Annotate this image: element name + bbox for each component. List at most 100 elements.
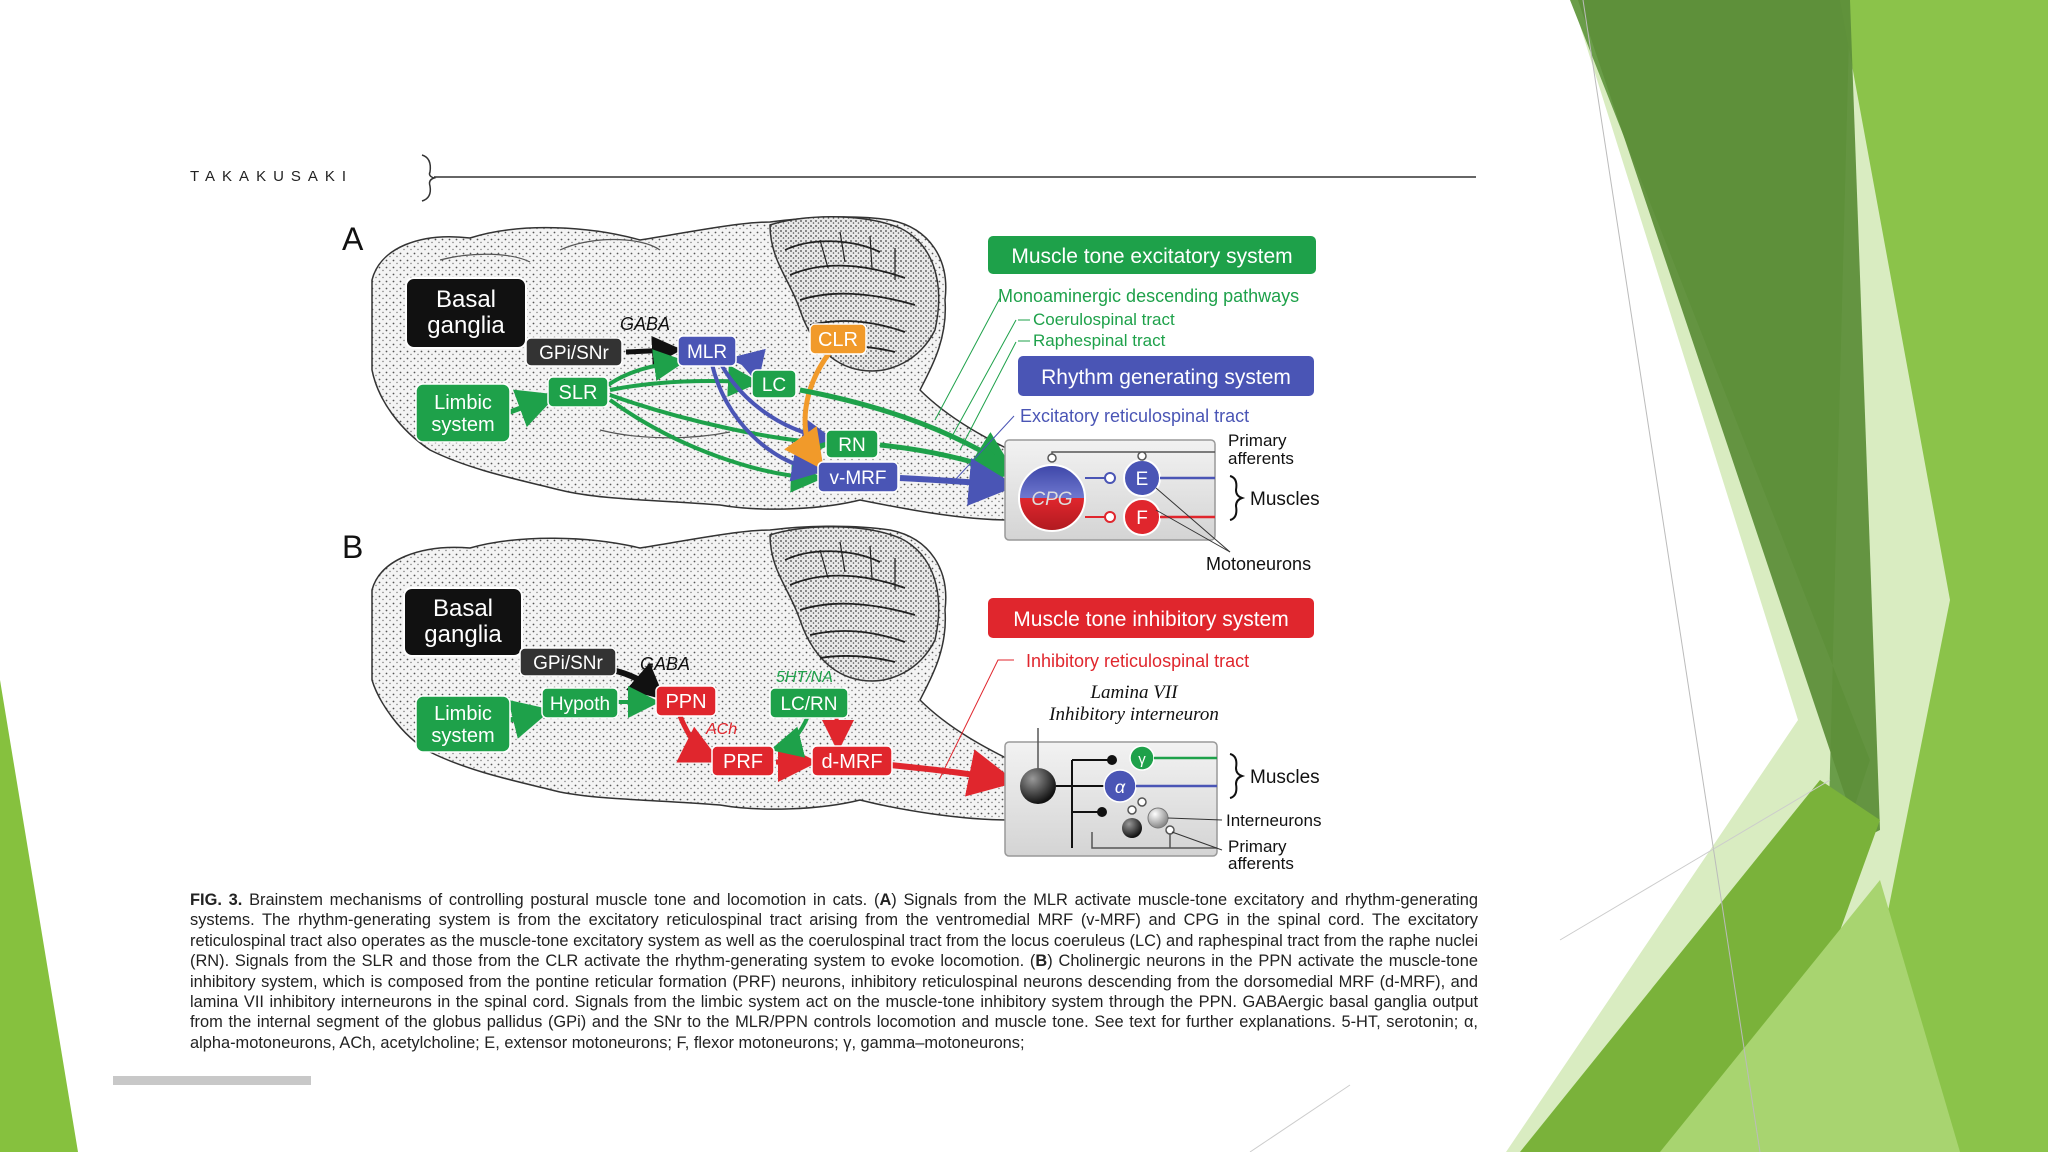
running-head-author: TAKAKUSAKI	[190, 168, 353, 185]
limbic-label-line1: Limbic	[434, 703, 492, 725]
muscles-brace-b	[1229, 753, 1246, 799]
d-mrf-box: d-MRF	[811, 745, 893, 777]
gpi-snr-label: GPi/SNr	[533, 653, 603, 674]
v-mrf-box: v-MRF	[817, 461, 899, 493]
inhibitory-interneuron-node	[1020, 768, 1056, 804]
left-green-shape	[0, 680, 78, 1152]
interneuron-black	[1122, 818, 1142, 838]
prf-box: PRF	[711, 745, 775, 777]
slr-label: SLR	[559, 382, 598, 404]
inhibitory-reticulospinal-label: Inhibitory reticulospinal tract	[1026, 651, 1249, 671]
hypoth-label: Hypoth	[550, 694, 610, 715]
basal-ganglia-box-a: Basal ganglia	[405, 277, 527, 349]
caption-part: ) Cholinergic neurons in the PPN activat…	[190, 952, 1478, 1052]
caption-part-bold: A	[879, 891, 892, 909]
pathways-b	[508, 659, 1017, 797]
interneurons-leader	[1167, 817, 1223, 821]
muscles-label-b: Muscles	[1250, 767, 1320, 788]
gpi-snr-box-a: GPi/SNr	[525, 337, 623, 367]
prf-label: PRF	[723, 751, 763, 773]
header-bracket	[421, 154, 437, 202]
panel-b-label: B	[342, 529, 363, 565]
deco-line	[1249, 1084, 1351, 1152]
excitatory-system-banner: Muscle tone excitatory system	[988, 236, 1316, 274]
d-mrf-label: d-MRF	[821, 751, 882, 773]
basal-ganglia-label-line1: Basal	[433, 595, 493, 622]
interneuron-grey	[1147, 807, 1169, 829]
slr-box: SLR	[547, 376, 609, 408]
ppn-box: PPN	[655, 685, 717, 717]
basal-ganglia-label-line1: Basal	[436, 286, 496, 313]
caption-figure-number: FIG. 3.	[190, 891, 243, 909]
motoneurons-leader	[1155, 487, 1231, 553]
raphespinal-label: Raphespinal tract	[1033, 331, 1166, 350]
spinal-cord-box-b: γ α	[1004, 728, 1218, 857]
gamma-label: γ	[1138, 751, 1146, 768]
muscles-brace-a	[1229, 475, 1246, 521]
mlr-box: MLR	[677, 335, 737, 367]
figure-caption: FIG. 3. Brainstem mechanisms of controll…	[190, 890, 1478, 1053]
brainstem-silhouette-b	[371, 525, 1011, 821]
excitatory-system-label: Muscle tone excitatory system	[1011, 245, 1292, 268]
ach-label: ACh	[705, 721, 737, 738]
v-mrf-label: v-MRF	[830, 468, 887, 489]
caption-part: ) Signals from the MLR activate muscle-t…	[190, 891, 1478, 971]
panel-a-label: A	[342, 221, 364, 257]
primary-afferents-b-leader	[1171, 831, 1223, 851]
pathways-a	[509, 297, 1017, 506]
caption-part-bold: B	[1035, 952, 1048, 971]
gaba-label-a: GABA	[620, 314, 670, 334]
clr-label: CLR	[818, 329, 858, 351]
motoneurons-leader	[1155, 509, 1231, 553]
inhibitory-system-label: Muscle tone inhibitory system	[1013, 608, 1288, 631]
inhibitory-interneuron-label: Inhibitory interneuron	[1048, 704, 1219, 725]
basal-ganglia-box-b: Basal ganglia	[403, 587, 523, 657]
f-label: F	[1136, 508, 1148, 529]
rn-box: RN	[825, 429, 879, 459]
lc-box-a: LC	[751, 369, 797, 399]
basal-ganglia-label-line2: ganglia	[424, 621, 502, 648]
right-green-shape-lower-light	[1660, 880, 1960, 1152]
deco-line	[1582, 0, 1761, 1152]
gpi-snr-box-b: GPi/SNr	[519, 647, 617, 677]
ppn-label: PPN	[665, 691, 706, 713]
right-green-shape-bright	[1840, 0, 2048, 1152]
right-green-shape-dark	[1578, 0, 1880, 840]
basal-ganglia-label-line2: ganglia	[427, 312, 505, 339]
monoaminergic-label: Monoaminergic descending pathways	[998, 286, 1299, 306]
lamina-vii-label: Lamina VII	[1089, 682, 1179, 703]
mlr-label: MLR	[687, 342, 727, 363]
caption-part: Brainstem mechanisms of controlling post…	[242, 891, 880, 909]
primary-afferents-b-line2: afferents	[1228, 854, 1294, 873]
lc-rn-label: LC/RN	[780, 694, 837, 715]
gpi-snr-label: GPi/SNr	[539, 343, 609, 364]
lc-rn-box: LC/RN	[769, 687, 849, 719]
motoneurons-label: Motoneurons	[1206, 554, 1311, 574]
primary-afferents-a-line1: Primary	[1228, 431, 1287, 450]
limbic-system-box-a: Limbic system	[415, 383, 511, 443]
horizontal-scrollbar[interactable]	[113, 1076, 311, 1085]
brainstem-silhouette-a	[371, 216, 1011, 521]
5ht-na-label: 5HT/NA	[776, 669, 833, 686]
limbic-label-line2: system	[431, 414, 494, 436]
rhythm-system-banner: Rhythm generating system	[1018, 356, 1314, 396]
alpha-label: α	[1115, 777, 1126, 797]
limbic-system-box-b: Limbic system	[415, 695, 511, 753]
deco-line	[1559, 779, 1831, 941]
primary-afferents-a-line2: afferents	[1228, 449, 1294, 468]
clr-box: CLR	[809, 323, 867, 355]
coerulospinal-label: Coerulospinal tract	[1033, 310, 1175, 329]
rn-label: RN	[838, 435, 865, 456]
limbic-label-line2: system	[431, 725, 494, 747]
muscles-label-a: Muscles	[1250, 489, 1320, 510]
rhythm-system-label: Rhythm generating system	[1041, 366, 1291, 389]
inhibitory-system-banner: Muscle tone inhibitory system	[988, 598, 1314, 638]
gaba-label-b: GABA	[640, 654, 690, 674]
cpg-node	[1018, 464, 1086, 532]
lc-label: LC	[762, 375, 786, 396]
cpg-label: CPG	[1031, 489, 1072, 510]
excitatory-reticulospinal-label: Excitatory reticulospinal tract	[1020, 406, 1249, 426]
e-label: E	[1136, 469, 1149, 490]
spinal-cord-box-a: CPG E F	[1004, 439, 1216, 541]
